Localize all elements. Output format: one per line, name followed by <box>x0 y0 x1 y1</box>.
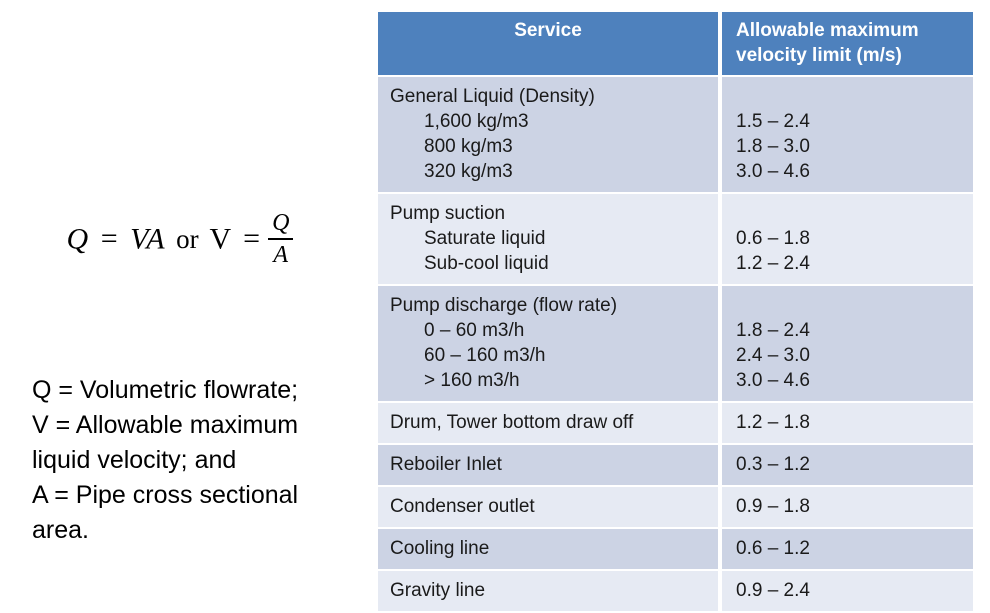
cell-line-group: General Liquid (Density) 1,600 kg/m3 800 k… <box>390 84 706 184</box>
table-header: Service Allowable maximum velocity limit… <box>378 12 973 75</box>
legend-line: area. <box>32 516 89 544</box>
cell-line-group: Gravity line <box>390 578 706 603</box>
equation-connector-or: or <box>176 224 199 255</box>
cell-line: Drum, Tower bottom draw off <box>390 412 634 433</box>
cell-line: 0.9 – 2.4 <box>736 580 810 601</box>
cell-line-group: Reboiler Inlet <box>390 452 706 477</box>
cell-line-group: 0.3 – 1.2 <box>736 452 961 477</box>
cell-velocity-limit: 1.8 – 2.4 2.4 – 3.0 3.0 – 4.6 <box>722 286 973 403</box>
cell-line-group: 0.9 – 1.8 <box>736 494 961 519</box>
cell-line: 3.0 – 4.6 <box>736 370 810 391</box>
cell-line-group: Drum, Tower bottom draw off <box>390 410 706 435</box>
cell-line-group: 0.6 – 1.2 <box>736 536 961 561</box>
table-header-row: Service Allowable maximum velocity limit… <box>378 12 973 75</box>
cell-line: 800 kg/m3 <box>424 136 513 157</box>
cell-line: 3.0 – 4.6 <box>736 161 810 182</box>
cell-line: 1.5 – 2.4 <box>736 111 810 132</box>
column-header-velocity-limit: Allowable maximum velocity limit (m/s) <box>722 12 973 75</box>
table-row: Pump discharge (flow rate) 0 – 60 m3/h 60 … <box>378 286 973 403</box>
cell-line: 1.2 – 2.4 <box>736 253 810 274</box>
equation-symbol-q: Q <box>66 222 89 256</box>
cell-velocity-limit: 0.3 – 1.2 <box>722 445 973 487</box>
cell-line-group: 0.9 – 2.4 <box>736 578 961 603</box>
cell-line: 1.8 – 3.0 <box>736 136 810 157</box>
cell-line: 0 – 60 m3/h <box>424 320 525 341</box>
legend-line: liquid velocity; and <box>32 446 237 474</box>
cell-line: Cooling line <box>390 538 490 559</box>
column-header-velocity-limit-line2: velocity limit (m/s) <box>736 45 902 66</box>
cell-line: 2.4 – 3.0 <box>736 345 810 366</box>
cell-service: Condenser outlet <box>378 487 722 529</box>
fraction-numerator: Q <box>272 210 290 236</box>
cell-line: 60 – 160 m3/h <box>424 345 546 366</box>
cell-line-group: Condenser outlet <box>390 494 706 519</box>
cell-velocity-limit: 0.9 – 1.8 <box>722 487 973 529</box>
cell-service: Reboiler Inlet <box>378 445 722 487</box>
cell-line: 0.9 – 1.8 <box>736 496 810 517</box>
cell-line-group: Pump discharge (flow rate) 0 – 60 m3/h 60 … <box>390 293 706 393</box>
cell-velocity-limit: 1.5 – 2.4 1.8 – 3.0 3.0 – 4.6 <box>722 75 973 194</box>
fraction-denominator: A <box>273 242 289 269</box>
table-row: Condenser outlet 0.9 – 1.8 <box>378 487 973 529</box>
cell-line: Condenser outlet <box>390 496 535 517</box>
table-row: Reboiler Inlet 0.3 – 1.2 <box>378 445 973 487</box>
table-row: Drum, Tower bottom draw off 1.2 – 1.8 <box>378 403 973 445</box>
equation-operator-equals-2: = <box>243 222 261 256</box>
cell-velocity-limit: 0.6 – 1.2 <box>722 529 973 571</box>
cell-line: Reboiler Inlet <box>390 454 502 475</box>
cell-service: Gravity line <box>378 571 722 613</box>
cell-line: General Liquid (Density) <box>390 86 595 107</box>
cell-line: 320 kg/m3 <box>424 161 513 182</box>
cell-line: 1.8 – 2.4 <box>736 320 810 341</box>
cell-line-group: 1.2 – 1.8 <box>736 410 961 435</box>
cell-line-group: Cooling line <box>390 536 706 561</box>
allowable-velocity-table: Service Allowable maximum velocity limit… <box>378 12 973 613</box>
table-body: General Liquid (Density) 1,600 kg/m3 800 k… <box>378 75 973 613</box>
cell-velocity-limit: 0.6 – 1.8 1.2 – 2.4 <box>722 194 973 286</box>
legend-line: Q = Volumetric flowrate; <box>32 376 299 404</box>
cell-line: 0.6 – 1.8 <box>736 228 810 249</box>
cell-line-group: 0.6 – 1.8 1.2 – 2.4 <box>736 201 961 276</box>
column-header-service: Service <box>378 12 722 75</box>
cell-velocity-limit: 0.9 – 2.4 <box>722 571 973 613</box>
cell-line-group: 1.5 – 2.4 1.8 – 3.0 3.0 – 4.6 <box>736 84 961 184</box>
cell-service: Cooling line <box>378 529 722 571</box>
cell-line: > 160 m3/h <box>424 370 520 391</box>
table-row: Cooling line 0.6 – 1.2 <box>378 529 973 571</box>
column-header-velocity-limit-line1: Allowable maximum <box>736 20 919 41</box>
equation-legend: Q = Volumetric flowrate; V = Allowable m… <box>32 373 372 548</box>
equation-operator-equals-1: = <box>100 222 118 256</box>
table-row: Gravity line 0.9 – 2.4 <box>378 571 973 613</box>
cell-line: Sub-cool liquid <box>424 253 549 274</box>
table-row: General Liquid (Density) 1,600 kg/m3 800 k… <box>378 75 973 194</box>
legend-line: V = Allowable maximum <box>32 411 299 439</box>
cell-line: 0.6 – 1.2 <box>736 538 810 559</box>
cell-service: General Liquid (Density) 1,600 kg/m3 800 k… <box>378 75 722 194</box>
cell-line: 1.2 – 1.8 <box>736 412 810 433</box>
cell-line: Saturate liquid <box>424 228 546 249</box>
fraction-bar <box>268 238 294 241</box>
equation-symbol-v2: V <box>209 222 231 256</box>
equation-symbol-a: A <box>146 222 165 256</box>
cell-line: Pump suction <box>390 203 506 224</box>
cell-line-group: 1.8 – 2.4 2.4 – 3.0 3.0 – 4.6 <box>736 293 961 393</box>
cell-line: Gravity line <box>390 580 486 601</box>
cell-line: 0.3 – 1.2 <box>736 454 810 475</box>
cell-line: 1,600 kg/m3 <box>424 111 529 132</box>
cell-service: Pump discharge (flow rate) 0 – 60 m3/h 60 … <box>378 286 722 403</box>
cell-velocity-limit: 1.2 – 1.8 <box>722 403 973 445</box>
legend-line: A = Pipe cross sectional <box>32 481 299 509</box>
cell-service: Drum, Tower bottom draw off <box>378 403 722 445</box>
equation-symbol-v: V <box>130 222 147 256</box>
cell-line: Pump discharge (flow rate) <box>390 295 618 316</box>
